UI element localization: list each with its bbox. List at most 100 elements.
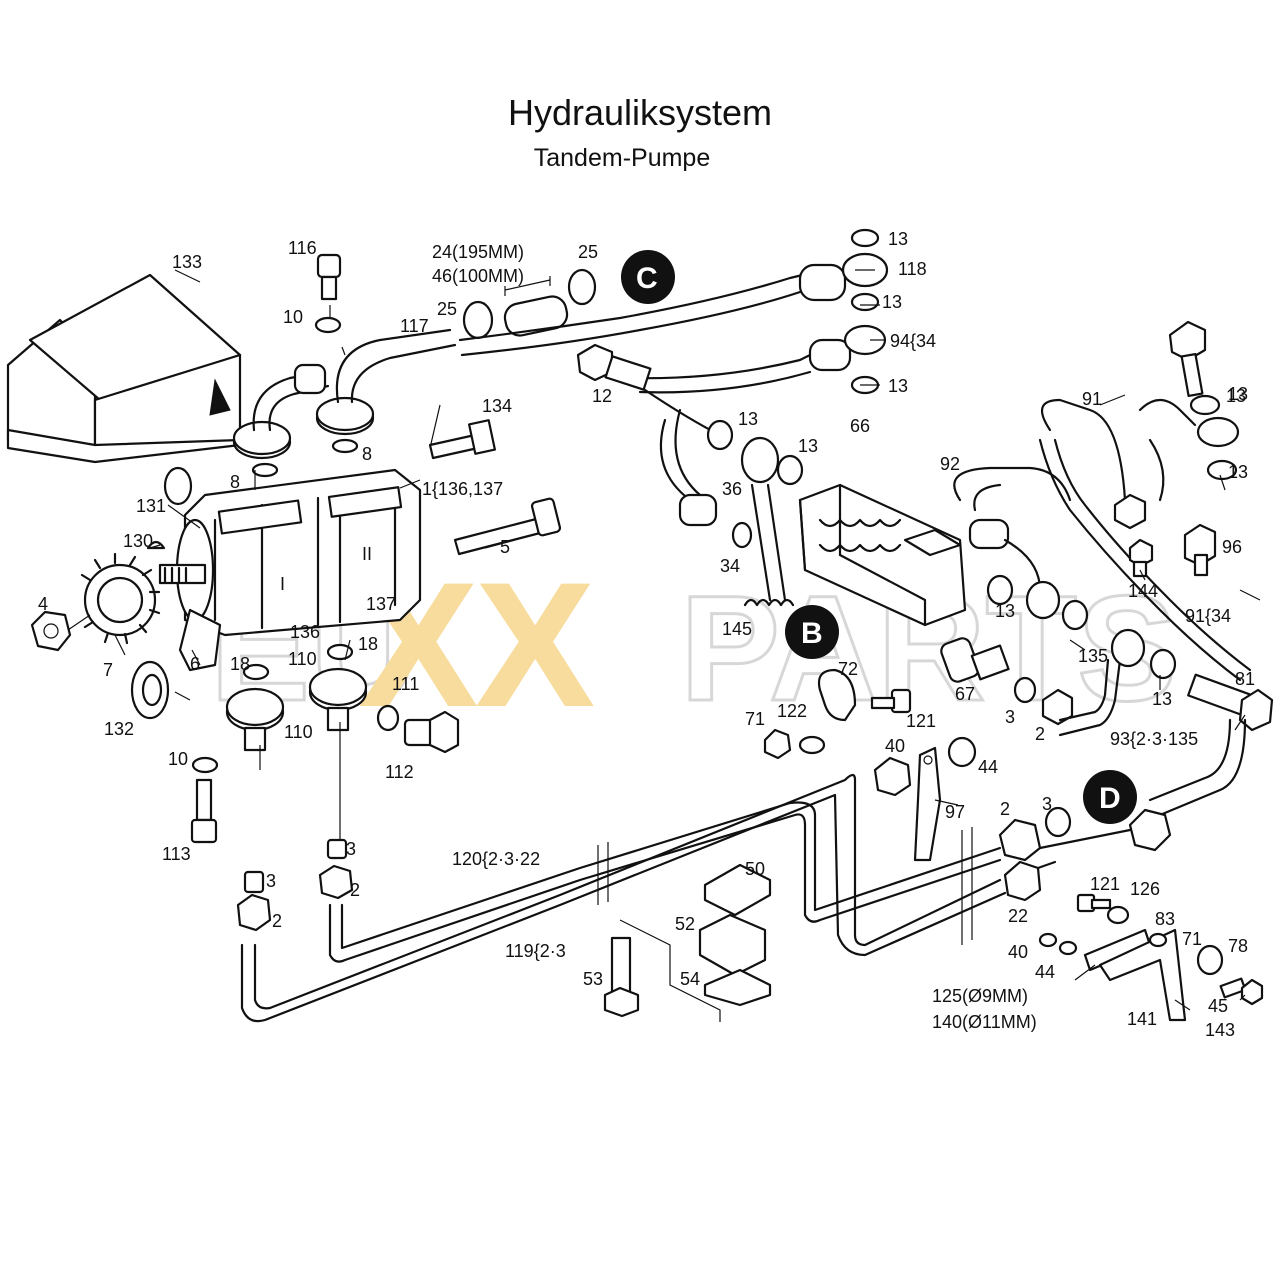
label-71-right: 71 — [1182, 929, 1202, 949]
svg-text:B: B — [801, 617, 823, 650]
label-8-left: 8 — [230, 472, 240, 492]
label-111: 111 — [392, 674, 419, 694]
hose-clamps — [462, 268, 597, 340]
label-125-9mm: 125(Ø9MM) — [932, 986, 1028, 1006]
label-1-136-137: 1{136,137 — [422, 479, 503, 499]
label-10-top: 10 — [283, 307, 303, 327]
label-110-left: 110 — [284, 722, 313, 742]
label-144: 144 — [1128, 581, 1158, 601]
label-137: 137 — [366, 594, 396, 614]
label-5: 5 — [500, 537, 510, 557]
label-66: 66 — [850, 416, 870, 436]
label-13-i: 13 — [995, 601, 1015, 621]
label-145: 145 — [722, 619, 752, 639]
washer-13-b — [776, 454, 804, 486]
label-22: 22 — [1008, 906, 1028, 926]
label-140-11mm: 140(Ø11MM) — [932, 1012, 1037, 1032]
label-52: 52 — [675, 914, 695, 934]
label-44-mid: 44 — [978, 757, 998, 777]
washer-13-a — [706, 419, 734, 451]
gear — [80, 552, 161, 645]
callout-b: B — [785, 605, 839, 659]
bolt-81 — [1187, 673, 1274, 732]
banjo-135 — [1110, 628, 1146, 668]
label-91: 91 — [1082, 389, 1102, 409]
label-72: 72 — [838, 659, 858, 679]
callout-d: D — [1083, 770, 1137, 824]
label-133: 133 — [172, 252, 202, 272]
label-13-c: 13 — [888, 376, 908, 396]
svg-text:D: D — [1099, 782, 1121, 815]
label-94-34: 94{34 — [890, 331, 936, 351]
washer-13-g — [1149, 648, 1177, 680]
label-44-right: 44 — [1035, 962, 1055, 982]
label-120: 120{2·3·22 — [452, 849, 540, 869]
nut-40 — [873, 756, 912, 797]
label-13-j: 13 — [1152, 689, 1172, 709]
callout-c: C — [621, 250, 675, 304]
label-83: 83 — [1155, 909, 1175, 929]
label-13-b: 13 — [882, 292, 902, 312]
fittings-left — [236, 838, 354, 932]
clamp-set — [619, 863, 772, 1022]
label-3-left-a: 3 — [346, 839, 356, 859]
label-25-left: 25 — [437, 299, 457, 319]
page-subtitle: Tandem-Pumpe — [533, 144, 711, 172]
spring-145 — [743, 598, 795, 607]
label-2-mid: 2 — [1035, 724, 1045, 744]
label-46-100mm: 46(100MM) — [432, 266, 524, 286]
label-92: 92 — [940, 454, 960, 474]
label-13-h: 13 — [1228, 462, 1248, 482]
label-24-195mm: 24(195MM) — [432, 242, 524, 262]
label-119: 119{2·3 — [505, 941, 566, 961]
label-40-right: 40 — [1008, 942, 1028, 962]
label-13-g: 13 — [1226, 386, 1246, 406]
label-13-d: 13 — [738, 409, 758, 429]
washer-13-f — [1206, 459, 1238, 481]
bolt-5 — [453, 497, 562, 556]
screw-113 — [190, 756, 219, 844]
label-126: 126 — [1130, 879, 1160, 899]
label-34: 34 — [720, 556, 740, 576]
hose-fitting-34 — [678, 493, 718, 527]
svg-text:C: C — [636, 262, 658, 295]
small-hardware — [1038, 893, 1264, 1006]
label-18-right: 18 — [358, 634, 378, 654]
banjo-91 — [1196, 416, 1240, 448]
label-3-left-b: 3 — [266, 871, 276, 891]
label-116: 116 — [288, 238, 317, 258]
label-134: 134 — [482, 396, 512, 416]
pump-marker-1: I — [280, 574, 285, 594]
hose-nut-91 — [1113, 493, 1147, 530]
banjo-36 — [740, 436, 780, 484]
label-12-mid: 12 — [592, 386, 612, 406]
o-ring-34 — [731, 521, 753, 549]
label-81: 81 — [1235, 669, 1255, 689]
washer-44 — [947, 736, 977, 768]
key-130 — [146, 540, 166, 550]
label-2-left-b: 2 — [272, 911, 282, 931]
bolt-12-top — [1168, 320, 1207, 398]
label-97: 97 — [945, 802, 965, 822]
label-93: 93{2·3·135 — [1110, 729, 1198, 749]
washer-13-d — [1061, 599, 1089, 631]
return-line-upper — [458, 270, 817, 342]
part-labels: 133 116 10 117 24(195MM) 46(100MM) 25 25… — [38, 229, 1255, 1040]
label-13-a: 13 — [888, 229, 908, 249]
label-3-mid: 3 — [1005, 707, 1015, 727]
label-132: 132 — [104, 719, 134, 739]
label-91-34: 91{34 — [1185, 606, 1231, 626]
bolt-53 — [603, 936, 640, 1018]
valve-block-66 — [798, 483, 967, 627]
banjo-94 — [843, 324, 887, 395]
label-141: 141 — [1127, 1009, 1157, 1029]
fitting-96 — [1183, 523, 1217, 577]
label-130: 130 — [123, 531, 153, 551]
label-25-right: 25 — [578, 242, 598, 262]
clamp-72 — [817, 668, 857, 722]
label-4: 4 — [38, 594, 48, 614]
label-122: 122 — [777, 701, 807, 721]
fittings-2-3-small — [1013, 676, 1074, 726]
manual-box — [6, 273, 242, 464]
